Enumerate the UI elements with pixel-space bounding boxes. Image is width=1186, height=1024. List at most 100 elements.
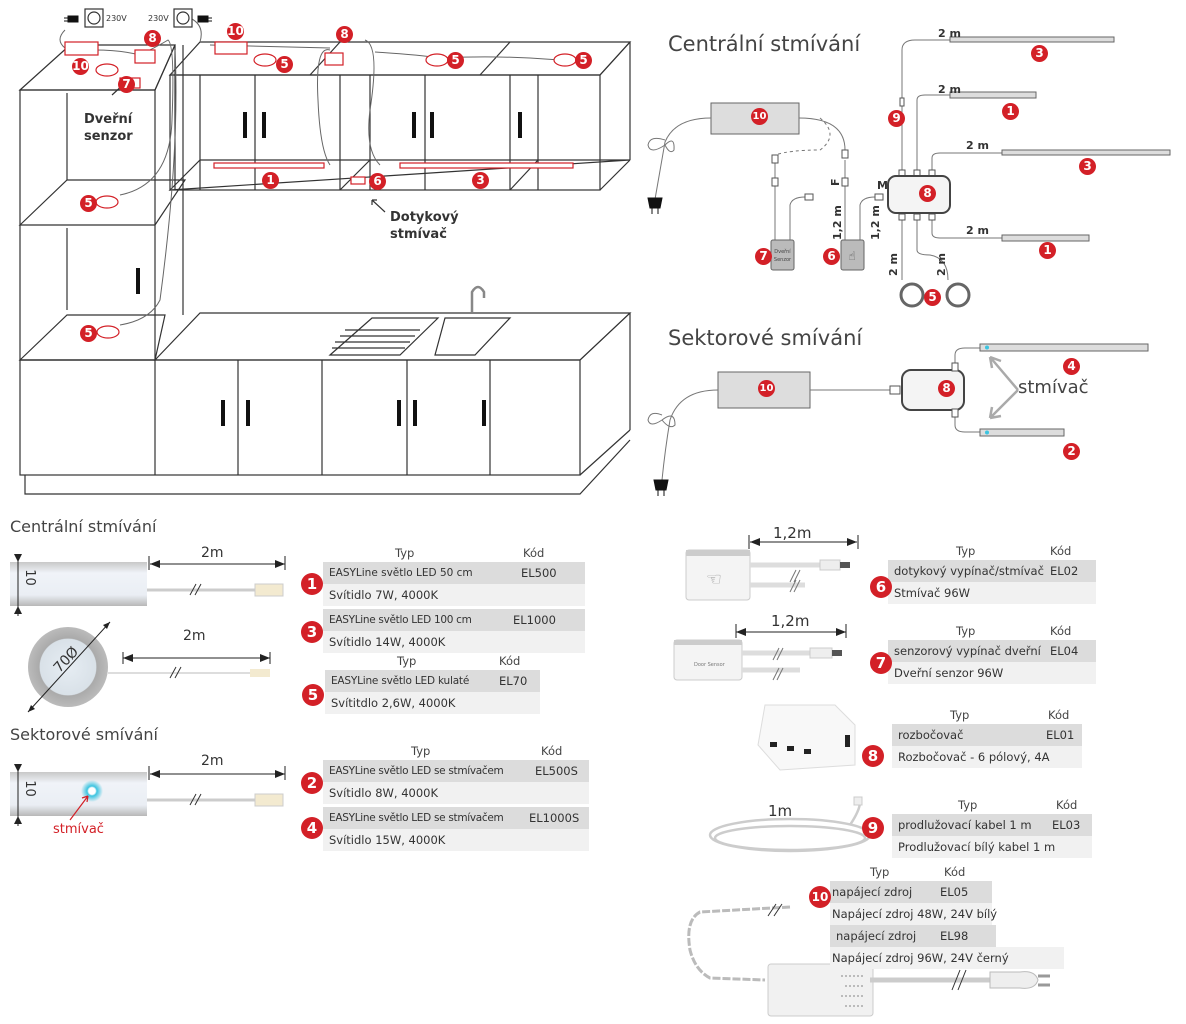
dimmer-dot	[985, 345, 989, 350]
plug-icon	[989, 971, 1039, 989]
sector-schema-title: Sektorové smívání	[668, 326, 863, 350]
socket-voltage: 230V	[148, 14, 169, 23]
header-code: Kód	[499, 654, 521, 668]
splitter-left	[134, 49, 156, 64]
cable-length: 2 m	[935, 253, 948, 276]
header-type: Typ	[411, 744, 431, 758]
plug-icon	[197, 15, 212, 23]
header-type: Typ	[395, 546, 415, 560]
badge-7: 7	[755, 248, 772, 265]
sector-schema	[647, 343, 1149, 496]
header-code: Kód	[1050, 624, 1072, 638]
table-row: Stmívač 96W	[888, 582, 1096, 604]
dimension-label: 2m	[183, 628, 206, 644]
product-code: EL1000S	[529, 811, 580, 825]
table-row: Prodlužovací bílý kabel 1 m	[892, 836, 1092, 858]
product-code: EL01	[1046, 728, 1075, 742]
led-profile-image	[10, 562, 147, 606]
product-name: EASYLine světlo LED se stmívačem	[329, 765, 504, 777]
table-row: Svítitdlo 2,6W, 4000K	[325, 692, 540, 714]
power-supply-left	[64, 41, 99, 56]
badge-1: 1	[301, 573, 323, 595]
led-strip-with-dimmer	[979, 343, 1149, 352]
table-row: Svítidlo 8W, 4000K	[323, 782, 589, 804]
badge-1: 1	[262, 172, 279, 189]
badge-5: 5	[80, 195, 97, 212]
table-row: Napájecí zdroj 48W, 24V bílý	[830, 903, 997, 925]
round-led	[95, 195, 119, 209]
device-text: Door Sensor	[694, 662, 726, 668]
table-header: Typ Kód	[888, 624, 1096, 640]
cable-length: 2 m	[966, 224, 989, 237]
connector-image	[250, 669, 270, 677]
badge-10: 10	[758, 380, 775, 397]
led-strip	[1001, 234, 1090, 242]
badge-5: 5	[575, 52, 592, 69]
header-type: Typ	[958, 798, 978, 812]
arrow-icon	[988, 389, 1019, 420]
badge-10: 10	[72, 58, 89, 75]
cable-length: 1,2m	[771, 612, 810, 630]
product-name: EASYLine světlo LED 50 cm	[329, 567, 473, 579]
product-name: napájecí zdroj	[832, 885, 913, 899]
badge-7: 7	[870, 652, 892, 674]
badge-4: 4	[301, 817, 323, 839]
label-line: stmívač	[390, 227, 447, 242]
cable-length: 2 m	[938, 27, 961, 40]
badge-1: 1	[1002, 103, 1019, 120]
product-desc: Svítidlo 15W, 4000K	[329, 833, 446, 847]
header-type: Typ	[870, 865, 890, 879]
arrow-icon	[988, 355, 1019, 391]
product-name: EASYLine světlo LED se stmívačem	[329, 812, 504, 824]
connector-image	[254, 793, 284, 807]
dimension-label: 10	[21, 569, 37, 586]
header-code: Kód	[541, 744, 563, 758]
cable-length: 1m	[768, 802, 793, 820]
central-schema: Dveřní Senzor ☝ 2 m 2 m 2 m 2 m 2 m 2 m …	[647, 27, 1171, 308]
badge-9: 9	[862, 817, 884, 839]
product-name: dotykový vypínač/stmívač	[894, 564, 1044, 578]
dimension-label: 2m	[201, 545, 224, 561]
power-supply-right	[214, 41, 248, 55]
upper-cabinets-front	[169, 74, 601, 191]
device-text: Dveřní	[774, 248, 791, 255]
touch-dimmer	[350, 176, 366, 185]
device-text: Senzor	[774, 257, 792, 263]
badge-6: 6	[870, 576, 892, 598]
cable-length: 2 m	[887, 253, 900, 276]
dimmer-button-image	[81, 780, 103, 802]
product-desc: Dveřní senzor 96W	[894, 666, 1004, 680]
base-cabinets	[19, 359, 581, 476]
header-type: Typ	[956, 624, 976, 638]
product-name: prodlužovací kabel 1 m	[898, 818, 1032, 832]
arrow-icon	[371, 199, 386, 213]
table-row: Svítidlo 14W, 4000K	[323, 631, 585, 653]
badge-4: 4	[1063, 358, 1080, 375]
badge-10: 10	[227, 23, 244, 40]
table-row: rozbočovač EL01	[892, 724, 1082, 746]
product-code: EL1000	[513, 613, 556, 627]
door-sensor-image	[673, 639, 743, 681]
product-code: EL04	[1050, 644, 1079, 658]
label-line: Dveřní	[84, 112, 133, 127]
badge-5: 5	[447, 52, 464, 69]
socket-voltage: 230V	[106, 14, 127, 23]
arrow-icon	[69, 795, 89, 821]
product-name: EASYLine světlo LED kulaté	[331, 675, 470, 687]
product-name: rozbočovač	[898, 728, 964, 742]
table-row: Svítidlo 15W, 4000K	[323, 829, 589, 851]
table-row: Svítidlo 7W, 4000K	[323, 584, 585, 606]
round-led	[95, 63, 119, 77]
badge-2: 2	[1063, 443, 1080, 460]
product-desc: Napájecí zdroj 48W, 24V bílý	[832, 907, 998, 921]
faucet	[470, 285, 486, 312]
